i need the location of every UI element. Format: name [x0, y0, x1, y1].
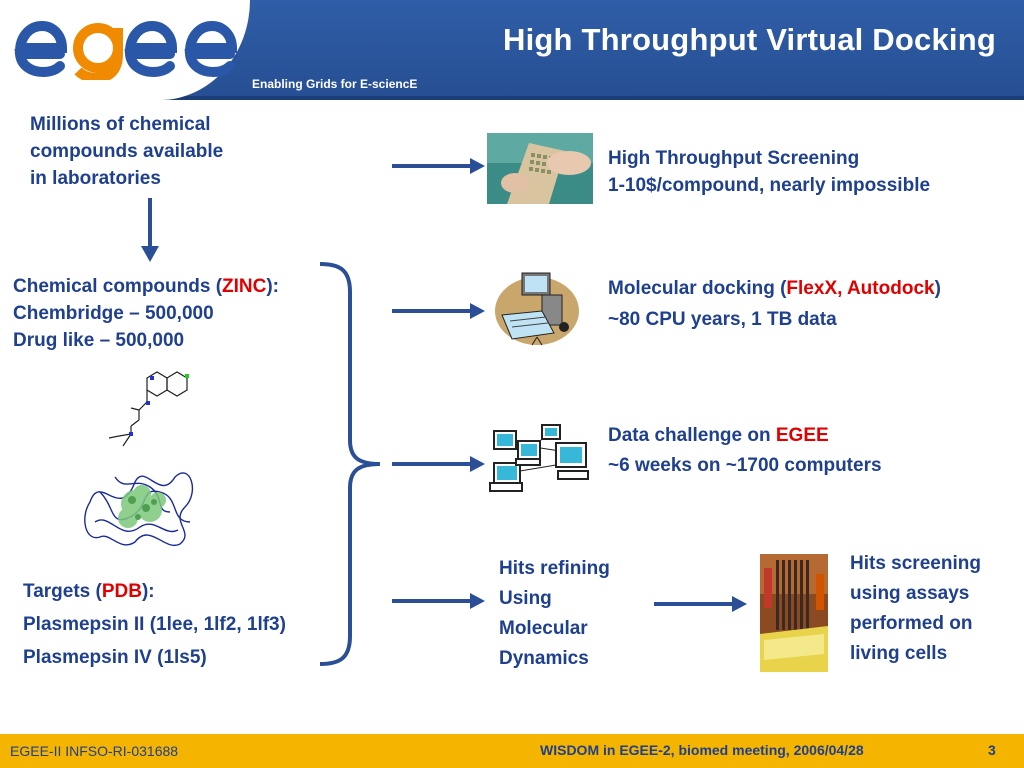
- right-arrow-icon: [392, 158, 485, 174]
- computer-grid-icon: [489, 424, 589, 492]
- logo-area: [0, 0, 250, 100]
- footer-project-id: EGEE-II INFSO-RI-031688: [10, 743, 179, 759]
- challenge-prefix: Data challenge on: [608, 425, 776, 446]
- hits-screening-text: Hits screening using assays performed on…: [850, 549, 981, 669]
- chemical-line-2: Chembridge – 500,000: [13, 303, 214, 324]
- screening-line-1: High Throughput Screening: [608, 148, 860, 169]
- chemical-prefix: Chemical compounds (: [13, 276, 223, 297]
- hits-screening-line-3: performed on: [850, 613, 973, 634]
- docking-suffix: ): [934, 278, 941, 299]
- egee-logo-icon: [14, 20, 238, 80]
- lab-assay-photo: [760, 554, 828, 672]
- page-number: 3: [988, 742, 996, 758]
- tagline: Enabling Grids for E-sciencE: [252, 77, 418, 91]
- challenge-line-2: ~6 weeks on ~1700 computers: [608, 455, 882, 476]
- protein-structure-icon: [84, 472, 194, 547]
- footer-meeting-info: WISDOM in EGEE-2, biomed meeting, 2006/0…: [540, 742, 864, 758]
- docking-prefix: Molecular docking (: [608, 278, 787, 299]
- chemical-suffix: ):: [266, 276, 280, 297]
- targets-suffix: ):: [141, 581, 155, 602]
- refining-line-4: Dynamics: [499, 648, 589, 669]
- targets-prefix: Targets (: [23, 581, 102, 602]
- docking-text: Molecular docking (FlexX, Autodock) ~80 …: [608, 273, 941, 335]
- computer-workstation-icon: [495, 272, 579, 346]
- refining-line-3: Molecular: [499, 618, 588, 639]
- grouping-brace: [319, 262, 381, 666]
- chemical-line-3: Drug like – 500,000: [13, 330, 185, 351]
- right-arrow-icon: [392, 456, 485, 472]
- zinc-highlight: ZINC: [222, 276, 267, 297]
- targets-line-2: Plasmepsin II (1lee, 1lf2, 1lf3): [23, 614, 286, 635]
- targets-line-1: Targets (PDB):: [23, 575, 286, 608]
- right-arrow-icon: [654, 596, 747, 612]
- pdb-highlight: PDB: [101, 581, 142, 602]
- lab-screening-photo: [487, 133, 593, 204]
- refining-line-1: Hits refining: [499, 558, 610, 579]
- compounds-available-text: Millions of chemical compounds available…: [30, 111, 223, 192]
- molecule-structure-icon: [108, 371, 189, 447]
- challenge-line-1: Data challenge on EGEE: [608, 421, 882, 451]
- footer-bar: EGEE-II INFSO-RI-031688 WISDOM in EGEE-2…: [0, 734, 1024, 768]
- compounds-line-2: compounds available: [30, 141, 224, 162]
- hits-refining-text: Hits refining Using Molecular Dynamics: [499, 554, 610, 674]
- header-strip: [0, 96, 1024, 100]
- compounds-line-1: Millions of chemical: [30, 114, 211, 135]
- screening-text: High Throughput Screening 1-10$/compound…: [608, 145, 930, 199]
- chemical-line-1: Chemical compounds (ZINC):: [13, 273, 279, 300]
- right-arrow-icon: [392, 303, 485, 319]
- slide-title: High Throughput Virtual Docking: [503, 22, 996, 57]
- docking-line-2: ~80 CPU years, 1 TB data: [608, 309, 837, 330]
- chemical-compounds-text: Chemical compounds (ZINC): Chembridge – …: [13, 273, 279, 354]
- hits-screening-line-4: living cells: [850, 643, 948, 664]
- right-arrow-icon: [392, 593, 485, 609]
- docking-line-1: Molecular docking (FlexX, Autodock): [608, 273, 941, 304]
- refining-line-2: Using: [499, 588, 552, 609]
- challenge-text: Data challenge on EGEE ~6 weeks on ~1700…: [608, 421, 882, 481]
- hits-screening-line-2: using assays: [850, 583, 970, 604]
- docking-tools-highlight: FlexX, Autodock: [786, 278, 935, 299]
- down-arrow-icon: [141, 198, 159, 262]
- targets-line-3: Plasmepsin IV (1ls5): [23, 647, 207, 668]
- screening-line-2: 1-10$/compound, nearly impossible: [608, 175, 931, 196]
- egee-highlight: EGEE: [775, 425, 829, 446]
- targets-text: Targets (PDB): Plasmepsin II (1lee, 1lf2…: [23, 575, 286, 674]
- compounds-line-3: in laboratories: [30, 168, 161, 189]
- hits-screening-line-1: Hits screening: [850, 553, 981, 574]
